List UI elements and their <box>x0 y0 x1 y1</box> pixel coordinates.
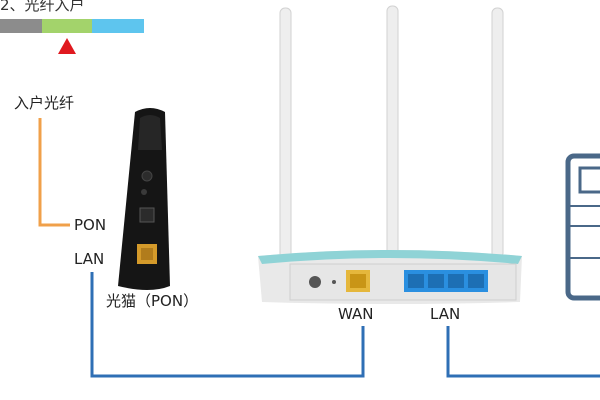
router-lan-label: LAN <box>430 305 461 323</box>
fiber-cable <box>38 118 70 227</box>
step-bar-segment-1 <box>0 19 42 33</box>
ethernet-cable-router-computer <box>446 326 600 378</box>
pointer-triangle-icon <box>58 38 76 54</box>
ethernet-cable-modem-router <box>90 272 365 378</box>
modem-lan-label: LAN <box>74 250 105 268</box>
step-bar-segment-2 <box>42 19 92 33</box>
wifi-router-icon <box>258 5 522 304</box>
modem-label: 光猫（PON） <box>106 292 199 310</box>
step-bar-segment-3 <box>92 19 144 33</box>
step-title: 2、光纤入户 <box>0 0 85 14</box>
fiber-modem-icon <box>118 108 170 290</box>
fiber-in-label: 入户光纤 <box>14 94 75 112</box>
pon-label: PON <box>74 216 107 234</box>
computer-icon <box>565 153 600 301</box>
wan-label: WAN <box>338 305 374 323</box>
